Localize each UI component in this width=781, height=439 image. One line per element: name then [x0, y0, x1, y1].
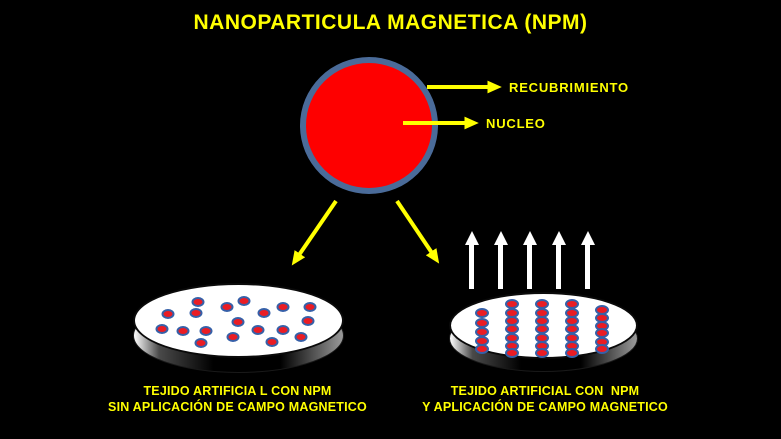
branch-arrow-right — [395, 199, 440, 264]
npm-dot — [475, 344, 489, 354]
npm-dot — [276, 325, 290, 335]
caption-right: TEJIDO ARTIFICIAL CON NPM Y APLICACIÓN D… — [395, 383, 695, 415]
npm-dot — [189, 308, 203, 318]
npm-dot — [475, 308, 489, 318]
npm-dot — [505, 348, 519, 358]
npm-dot — [303, 302, 317, 312]
nanoparticle-circle — [300, 57, 438, 194]
caption-right-line1: TEJIDO ARTIFICIAL CON NPM — [450, 384, 640, 398]
coating-label: RECUBRIMIENTO — [509, 80, 629, 95]
tissue-dish-no-field — [133, 283, 344, 375]
npm-dot — [257, 308, 271, 318]
npm-dot — [294, 332, 308, 342]
field-arrow-up-icon — [493, 231, 508, 289]
arrow-shaft — [469, 245, 474, 289]
npm-dot — [161, 309, 175, 319]
arrow-head — [522, 231, 537, 245]
field-arrow-up-icon — [580, 231, 595, 289]
npm-dot — [251, 325, 265, 335]
field-arrow-up-icon — [464, 231, 479, 289]
arrow-head — [551, 231, 566, 245]
arrow-shaft — [498, 245, 503, 289]
npm-dot — [199, 326, 213, 336]
arrow-head — [580, 231, 595, 245]
field-arrow-up-icon — [551, 231, 566, 289]
caption-left: TEJIDO ARTIFICIA L CON NPM SIN APLICACIÓ… — [85, 383, 390, 415]
core-label: NUCLEO — [486, 116, 546, 131]
arrow-shaft — [585, 245, 590, 289]
npm-dot — [276, 302, 290, 312]
npm-dot — [231, 317, 245, 327]
arrow-shaft — [556, 245, 561, 289]
npm-dot — [535, 348, 549, 358]
npm-dot — [176, 326, 190, 336]
npm-dot — [191, 297, 205, 307]
caption-right-line2: Y APLICACIÓN DE CAMPO MAGNETICO — [422, 400, 668, 414]
arrow-head — [493, 231, 508, 245]
field-arrow-up-icon — [522, 231, 537, 289]
slide-title: NANOPARTICULA MAGNETICA (NPM) — [193, 11, 588, 34]
caption-left-line2: SIN APLICACIÓN DE CAMPO MAGNETICO — [108, 400, 367, 414]
npm-dot — [220, 302, 234, 312]
arrow-shaft — [527, 245, 532, 289]
arrow-head — [464, 231, 479, 245]
npm-dot — [565, 348, 579, 358]
npm-dot — [155, 324, 169, 334]
npm-dot — [194, 338, 208, 348]
branch-arrow-left — [291, 199, 338, 266]
npm-dot — [301, 316, 315, 326]
magnetic-field-arrows — [464, 231, 595, 289]
npm-dot — [237, 296, 251, 306]
npm-dot — [265, 337, 279, 347]
tissue-dish-with-field — [449, 292, 638, 373]
npm-dot — [226, 332, 240, 342]
caption-left-line1: TEJIDO ARTIFICIA L CON NPM — [143, 384, 332, 398]
npm-dot — [595, 344, 609, 354]
